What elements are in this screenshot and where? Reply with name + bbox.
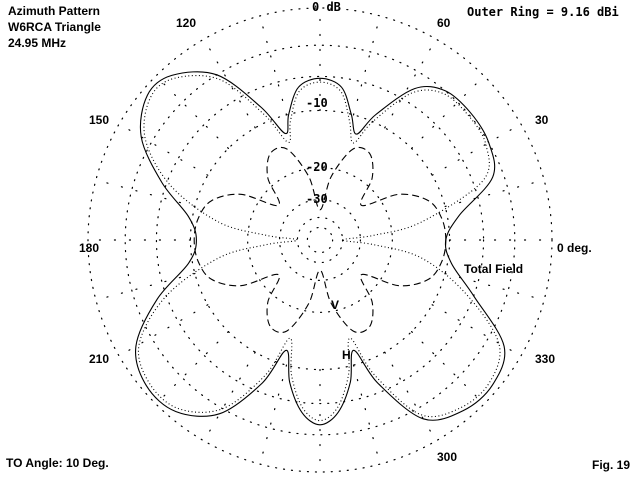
grid-spoke	[431, 304, 522, 357]
angle-label-30: 30	[535, 113, 549, 127]
polar-grid	[87, 7, 553, 473]
angle-label-150: 150	[89, 113, 110, 127]
series-v	[193, 146, 447, 334]
grid-spoke	[118, 123, 209, 176]
grid-spoke	[431, 123, 522, 176]
grid-spoke	[259, 15, 288, 116]
grid-spoke	[155, 331, 229, 405]
grid-spoke	[259, 364, 288, 465]
grid-spoke	[95, 272, 196, 301]
grid-ring	[279, 199, 361, 281]
grid-spoke	[444, 179, 545, 208]
chart-title: Azimuth Pattern	[8, 4, 101, 18]
angle-label-210: 210	[89, 352, 110, 366]
frequency: 24.95 MHz	[8, 36, 67, 50]
grid-spoke	[203, 38, 256, 129]
grid-ring	[87, 7, 553, 473]
grid-spoke	[352, 15, 381, 116]
takeoff-angle: TO Angle: 10 Deg.	[6, 456, 109, 470]
series-h	[137, 74, 501, 422]
series-label-v: V	[331, 298, 340, 312]
grid-spoke	[384, 38, 437, 129]
grid-ring	[189, 109, 451, 371]
series-total-field	[135, 71, 506, 426]
angle-label-0: 0 deg.	[557, 241, 592, 255]
grid-spoke	[352, 364, 381, 465]
grid-ring	[296, 216, 344, 264]
angle-label-60: 60	[437, 16, 451, 30]
angle-label-330: 330	[535, 352, 556, 366]
ring-label-0db: 0 dB	[312, 0, 341, 14]
grid-ring	[124, 44, 516, 436]
pattern-curves	[135, 71, 506, 426]
grid-spoke	[118, 304, 209, 357]
angle-label-300: 300	[437, 450, 458, 464]
antenna-name: W6RCA Triangle	[8, 20, 101, 34]
ring-label-minus20: -20	[306, 160, 328, 174]
series-label-total: Total Field	[464, 262, 524, 276]
grid-spoke	[95, 179, 196, 208]
grid-ring	[247, 167, 393, 313]
grid-ring	[306, 226, 334, 254]
grid-ring	[155, 75, 485, 405]
ring-label-minus10: -10	[306, 96, 328, 110]
series-label-h: H	[342, 348, 351, 362]
outer-ring-value: Outer Ring = 9.16 dBi	[467, 5, 619, 19]
grid-spoke	[411, 331, 485, 405]
ring-label-minus30: -30	[306, 192, 328, 206]
angle-label-120: 120	[176, 16, 197, 30]
angle-label-180: 180	[79, 241, 100, 255]
figure-number: Fig. 19	[592, 458, 631, 472]
